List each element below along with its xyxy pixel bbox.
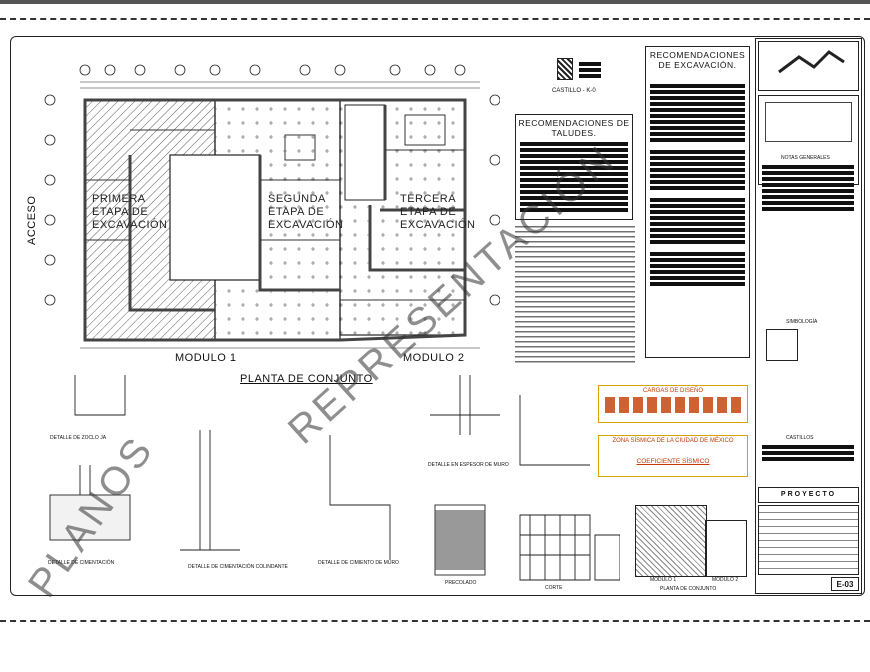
notes-heading: NOTAS GENERALES — [781, 155, 830, 161]
top-dashed-border — [0, 18, 870, 20]
excavation-box-title: RECOMENDACIONES DE EXCAVACIÓN. — [649, 50, 746, 70]
design-loads-box: CARGAS DE DISEÑO — [598, 385, 748, 423]
slopes-box-title: RECOMENDACIONES DE TALUDES. — [518, 118, 630, 138]
small-module-1-plan — [635, 505, 707, 577]
company-logo-icon — [778, 50, 845, 74]
castillo-label: CASTILLO - K-0 — [552, 88, 596, 94]
castillos-table — [758, 443, 858, 463]
sidebar-notes-text — [758, 163, 858, 213]
symbology-legend — [766, 329, 798, 361]
detail-a-label: DETALLE DE ZOCLO JA — [50, 435, 107, 441]
castillo-spec-text — [575, 60, 605, 80]
stage-1-label: PRIMERA ETAPA DE EXCAVACIÓN — [92, 193, 168, 231]
seismic-zone-box: ZONA SÍSMICA DE LA CIUDAD DE MÉXICO COEF… — [598, 435, 748, 477]
project-heading: PROYECTO — [758, 487, 859, 503]
bottom-dashed-border — [0, 620, 870, 622]
slopes-notes-text — [516, 142, 632, 212]
symbology-heading: SIMBOLOGÍA — [786, 319, 818, 325]
seismic-zone-title: ZONA SÍSMICA DE LA CIUDAD DE MÉXICO — [612, 438, 734, 444]
logo-cell — [758, 41, 859, 91]
sheet-number: E-03 — [831, 577, 859, 591]
small-module-2-label: MODULO 2 — [712, 577, 739, 583]
stage-2-label: SEGUNDA ETAPA DE EXCAVACIÓN — [268, 193, 344, 231]
small-module-2-plan — [705, 520, 747, 577]
castillos-heading: CASTILLOS — [786, 435, 814, 441]
general-notes-block — [515, 226, 635, 366]
module-1-label: MODULO 1 — [175, 352, 237, 364]
title-block: NOTAS GENERALES SIMBOLOGÍA CASTILLOS PRO… — [755, 38, 862, 594]
small-module-1-label: MODULO 1 — [650, 577, 677, 583]
top-strip — [0, 0, 870, 4]
detail-b-label: DETALLE DE CIMENTACIÓN — [48, 560, 115, 566]
excavation-recommendations-box: RECOMENDACIONES DE EXCAVACIÓN. — [645, 46, 750, 358]
module-2-label: MODULO 2 — [403, 352, 465, 364]
small-plan-label: PLANTA DE CONJUNTO — [660, 586, 717, 592]
detail-d-label: DETALLE DE CIMIENTO DE MURO — [318, 560, 399, 566]
detail-c-label: DETALLE DE CIMENTACIÓN COLINDANTE — [188, 564, 288, 570]
detail-e-label: DETALLE EN ESPESOR DE MURO — [428, 462, 509, 468]
project-info-cells — [758, 505, 859, 575]
excavation-notes-text — [646, 84, 749, 286]
design-loads-title: CARGAS DE DISEÑO — [642, 388, 703, 394]
facade-label: CORTE — [545, 585, 563, 591]
floor-plan-drawing — [44, 64, 500, 349]
plan-title: PLANTA DE CONJUNTO — [240, 373, 373, 385]
drawing-sheet — [10, 36, 865, 596]
slopes-recommendations-box: RECOMENDACIONES DE TALUDES. — [515, 114, 633, 220]
castillo-section-drawing — [557, 58, 573, 80]
detail-f-label: PRECOLADO — [445, 580, 477, 586]
stage-3-label: TERCERA ETAPA DE EXCAVACIÓN — [400, 193, 476, 231]
access-label: ACCESO — [26, 195, 38, 245]
seismic-coefficient-title: COEFICIENTE SÍSMICO — [636, 458, 710, 465]
detail-drawings — [49, 375, 620, 581]
